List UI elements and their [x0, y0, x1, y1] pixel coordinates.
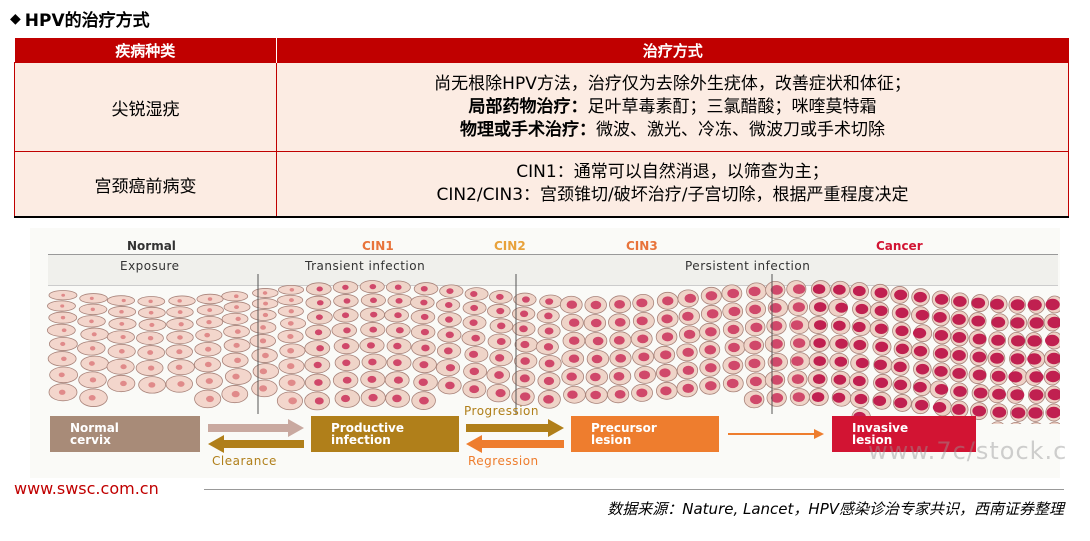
website-link[interactable]: www.swsc.com.cn	[14, 479, 159, 498]
section-title: ◆ HPV的治疗方式	[10, 6, 150, 32]
phase-exposure: Exposure	[120, 259, 180, 273]
hpv-progression-figure: Normal CIN1 CIN2 CIN3 Cancer Exposure Tr…	[30, 228, 1060, 478]
data-source: 数据来源：Nature, Lancet，HPV感染诊治专家共识，西南证券整理	[607, 500, 1064, 518]
treatment-line: CIN2/CIN3：宫颈锥切/破坏治疗/子宫切除，根据严重程度决定	[436, 185, 909, 205]
treatment-line: 尚无根除HPV方法，治疗仅为去除外生疣体，改善症状和体征；	[434, 73, 911, 94]
treatment-cell: 尚无根除HPV方法，治疗仅为去除外生疣体，改善症状和体征； 局部药物治疗：足叶草…	[276, 62, 1069, 152]
table-row: 尖锐湿疣 尚无根除HPV方法，治疗仅为去除外生疣体，改善症状和体征； 局部药物治…	[14, 62, 1069, 152]
diamond-bullet-icon: ◆	[10, 10, 21, 27]
stage-cin1: CIN1	[362, 239, 394, 253]
invasive-lesion-box: Invasive lesion	[832, 416, 976, 452]
phase-persistent: Persistent infection	[685, 259, 811, 273]
treatment-line: CIN1：通常可以自然消退，以筛查为主；	[516, 162, 829, 182]
phase-transient: Transient infection	[305, 259, 426, 273]
box-label: Normal	[70, 421, 119, 435]
treatment-cell: CIN1：通常可以自然消退，以筛查为主； CIN2/CIN3：宫颈锥切/破坏治疗…	[276, 151, 1069, 218]
progression-label: Progression	[464, 404, 539, 418]
regression-label: Regression	[468, 454, 539, 468]
box-label: Productive	[331, 421, 405, 435]
footer-divider	[204, 489, 1064, 490]
box-label: Invasive	[852, 421, 909, 435]
table-header-row: 疾病种类 治疗方式	[14, 38, 1069, 63]
stage-cancer: Cancer	[876, 239, 923, 253]
disease-cell: 宫颈癌前病变	[14, 151, 277, 218]
clearance-arrows	[208, 419, 304, 453]
normal-cervix-box: Normal cervix	[50, 416, 200, 452]
treatment-line: 局部药物治疗：足叶草毒素酊；三氯醋酸；咪喹莫特霜	[277, 96, 1068, 119]
box-label: Precursor	[591, 421, 657, 435]
stage-normal: Normal	[127, 239, 176, 253]
treatment-line-text: 足叶草毒素酊；三氯醋酸；咪喹莫特霜	[587, 96, 877, 117]
clearance-label: Clearance	[212, 454, 277, 468]
box-label: cervix	[70, 433, 111, 447]
box-label: infection	[331, 433, 391, 447]
productive-infection-box: Productive infection	[311, 416, 459, 452]
watermark: www.7c/stock.c	[868, 437, 1068, 465]
invasion-arrow	[728, 429, 824, 439]
phase-bar	[48, 254, 1058, 286]
stage-cin3: CIN3	[626, 239, 658, 253]
box-label: lesion	[852, 433, 893, 447]
treatment-line-text: 微波、激光、冷冻、微波刀或手术切除	[596, 119, 885, 140]
header-disease-type: 疾病种类	[14, 38, 277, 63]
treatment-line-bold: 局部药物治疗：	[468, 96, 588, 117]
section-title-text: HPV的治疗方式	[24, 11, 150, 31]
stage-labels: Normal CIN1 CIN2 CIN3 Cancer	[30, 234, 1060, 253]
progression-diagram: Normal cervix Clearance Productive infec…	[30, 404, 1060, 468]
stage-cin2: CIN2	[494, 239, 526, 253]
epithelium-illustration	[46, 274, 1060, 424]
precursor-lesion-box: Precursor lesion	[571, 416, 719, 452]
header-treatment: 治疗方式	[276, 38, 1069, 63]
treatment-line-bold: 物理或手术治疗：	[460, 119, 596, 140]
progression-regression-arrows	[466, 419, 564, 453]
treatment-line: 物理或手术治疗：微波、激光、冷冻、微波刀或手术切除	[277, 119, 1068, 142]
box-label: lesion	[591, 433, 632, 447]
disease-cell: 尖锐湿疣	[14, 62, 277, 152]
treatment-table: 疾病种类 治疗方式 尖锐湿疣 尚无根除HPV方法，治疗仅为去除外生疣体，改善症状…	[14, 38, 1069, 218]
table-row: 宫颈癌前病变 CIN1：通常可以自然消退，以筛查为主； CIN2/CIN3：宫颈…	[14, 151, 1069, 218]
